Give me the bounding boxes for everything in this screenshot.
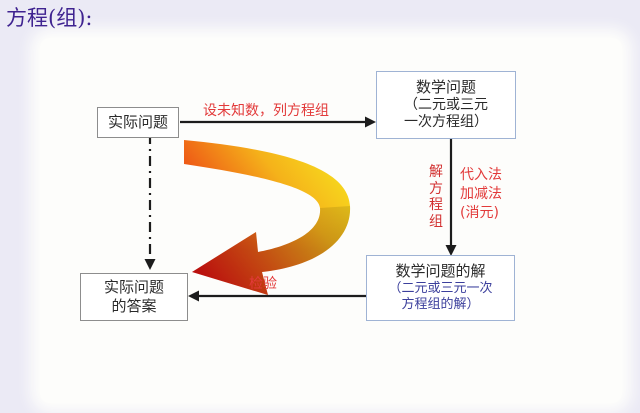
arrow-setup-equations <box>180 116 376 128</box>
node-math-solution: 数学问题的解 （二元或三元一次 方程组的解） <box>366 255 515 321</box>
node-math-problem-line2: （二元或三元 <box>404 96 488 113</box>
edge-label-solve: 解方程组 <box>429 164 443 230</box>
node-math-problem-title: 数学问题 <box>415 78 476 97</box>
page-title: 方程(组): <box>6 6 93 30</box>
edge-label-setup: 设未知数，列方程组 <box>203 103 329 119</box>
method-substitution: 代入法 <box>460 167 502 183</box>
node-math-solution-title: 数学问题的解 <box>395 262 486 281</box>
edge-label-check: 检验 <box>249 276 277 292</box>
node-real-answer: 实际问题 的答案 <box>80 273 188 321</box>
node-math-solution-line3: 方程组的解） <box>401 297 480 313</box>
node-math-solution-line2: （二元或三元一次 <box>388 281 493 297</box>
node-math-problem: 数学问题 （二元或三元 一次方程组） <box>376 71 516 139</box>
arrow-to-answer <box>188 290 366 302</box>
check-curved-arrow <box>184 140 351 295</box>
method-note: (消元) <box>460 204 499 221</box>
arrow-solve-equations <box>445 139 457 256</box>
method-elimination: 加减法 <box>460 185 502 202</box>
node-real-answer-line2: 的答案 <box>111 297 157 315</box>
node-real-problem-label: 实际问题 <box>107 113 168 132</box>
node-real-problem: 实际问题 <box>97 107 179 138</box>
node-real-answer-line1: 实际问题 <box>103 278 164 297</box>
node-math-problem-line3: 一次方程组） <box>404 114 488 131</box>
edge-label-methods: 代入法 加减法 (消元) <box>460 166 502 223</box>
arrow-direct-answer <box>144 134 156 270</box>
